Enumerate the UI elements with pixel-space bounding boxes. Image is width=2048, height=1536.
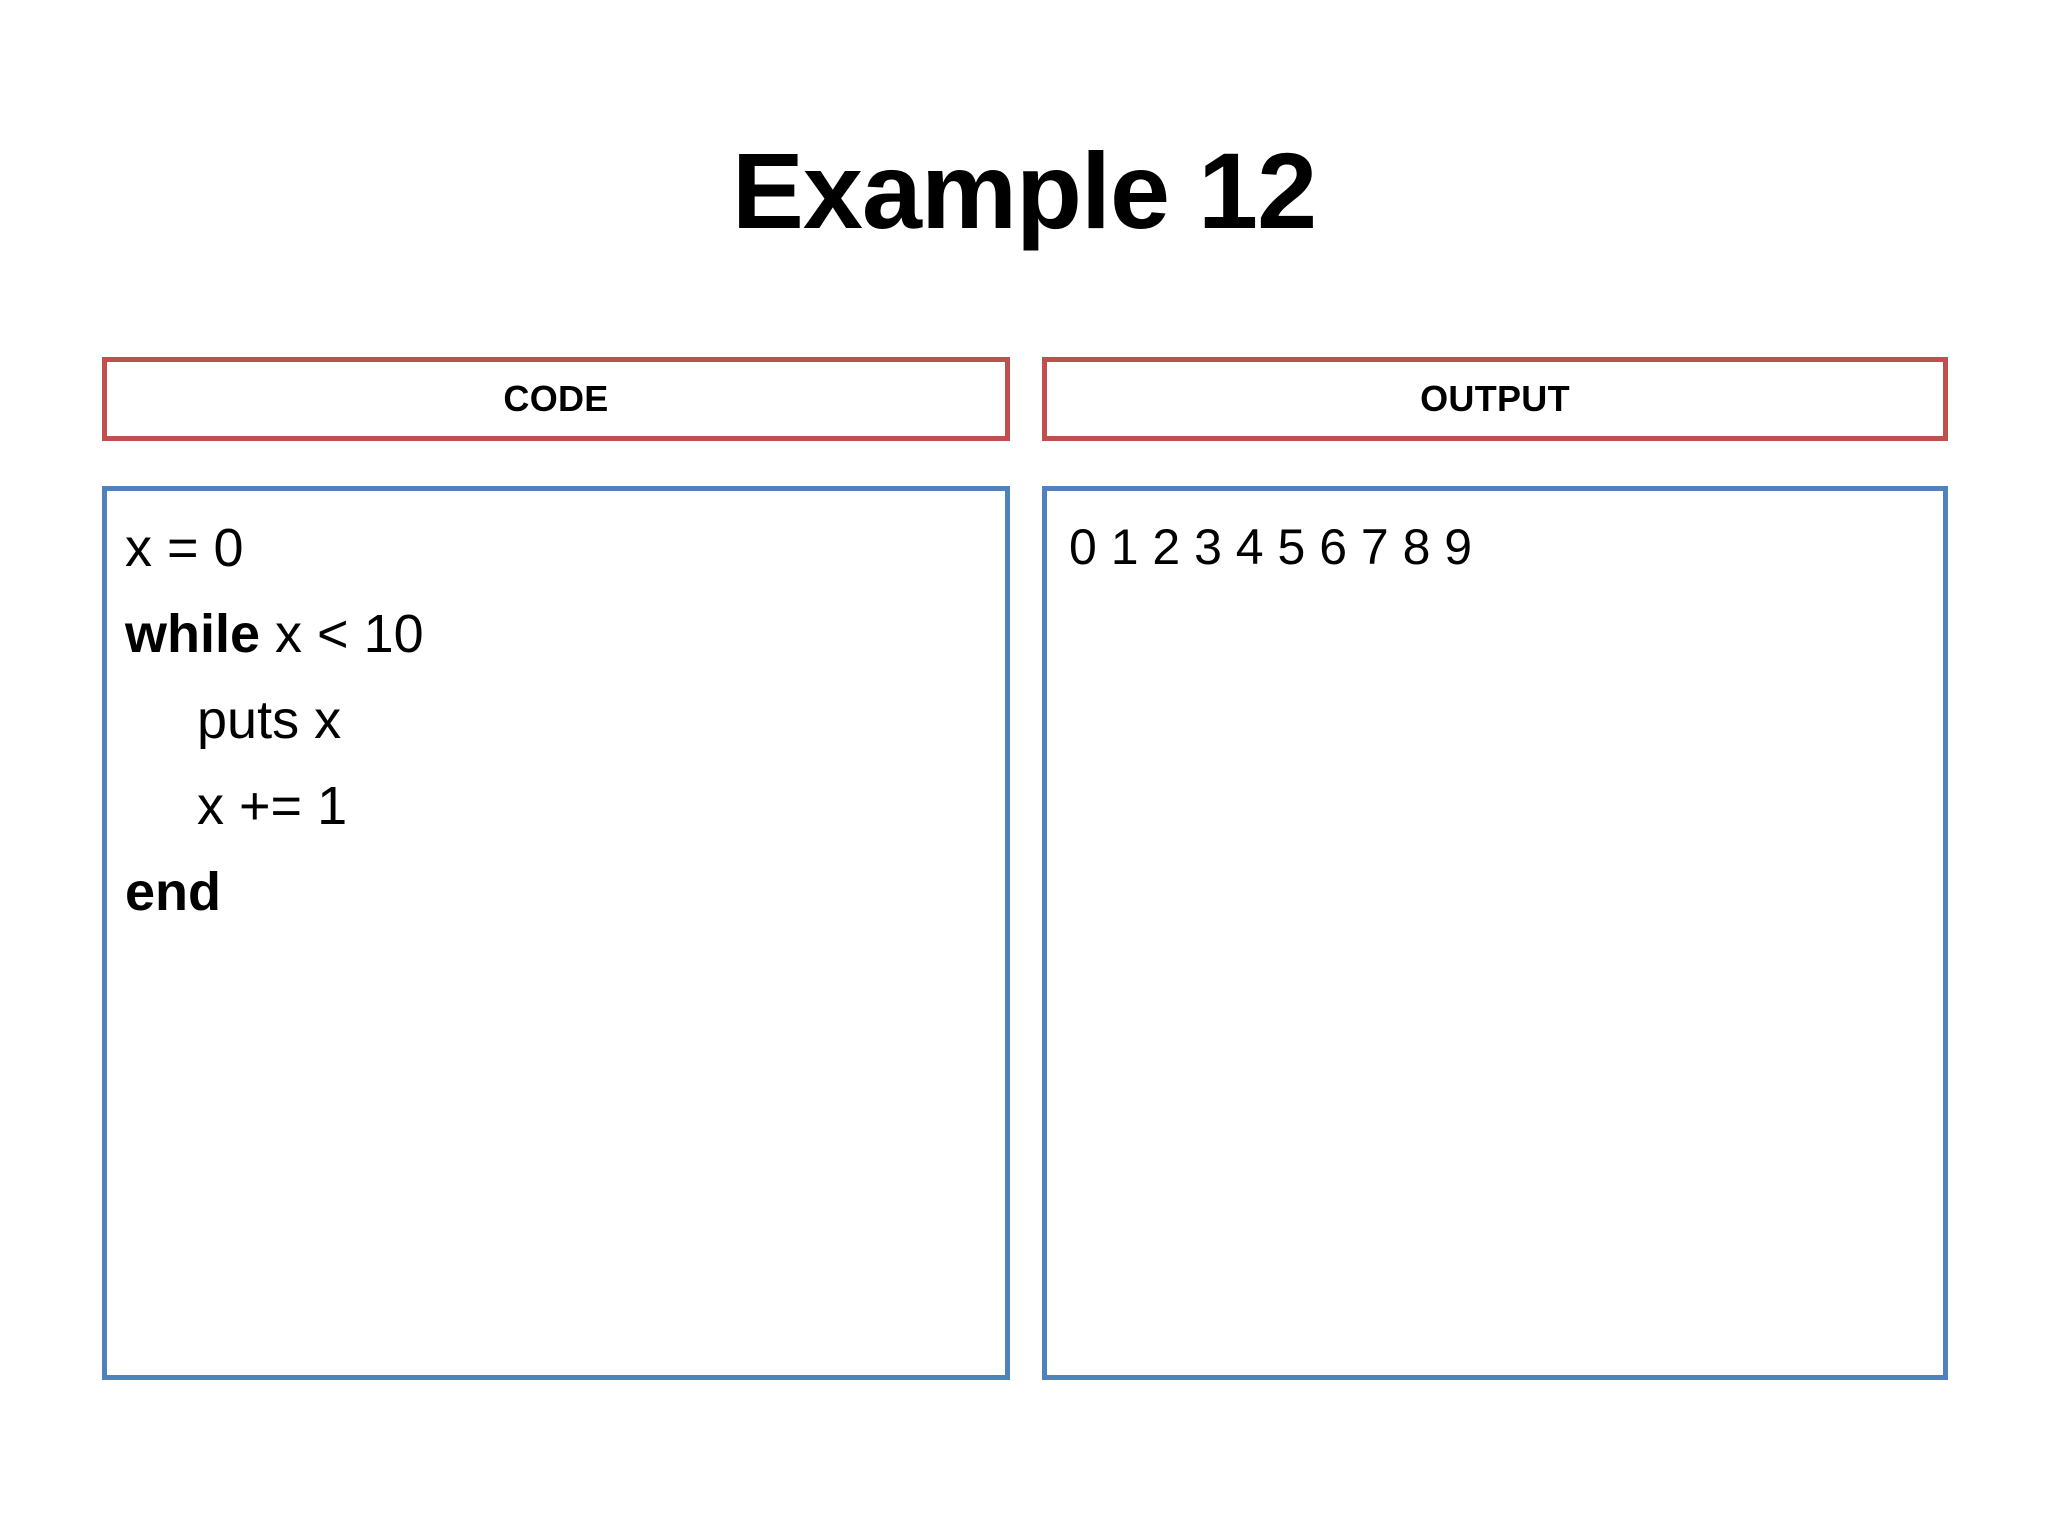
code-text: x += 1	[197, 776, 348, 836]
code-line: end	[125, 849, 997, 935]
code-text: x = 0	[125, 518, 244, 578]
output-listing: 0 1 2 3 4 5 6 7 8 9	[1069, 507, 1935, 587]
code-listing: x = 0 while x < 10 puts x x += 1 end	[125, 505, 997, 935]
code-text: x < 10	[260, 604, 424, 664]
code-line: x = 0	[125, 505, 997, 591]
code-header-bar: CODE	[102, 357, 1010, 441]
page-title: Example 12	[731, 130, 1317, 251]
code-keyword: while	[125, 604, 261, 664]
code-keyword: end	[125, 862, 222, 922]
output-pane: 0 1 2 3 4 5 6 7 8 9	[1042, 486, 1948, 1380]
code-text: puts x	[197, 690, 342, 750]
code-line: while x < 10	[125, 591, 997, 677]
code-line: puts x	[125, 677, 997, 763]
code-header-label: CODE	[503, 378, 609, 419]
code-line: x += 1	[125, 763, 997, 849]
output-header-label: OUTPUT	[1420, 378, 1570, 419]
output-header-bar: OUTPUT	[1042, 357, 1948, 441]
code-pane: x = 0 while x < 10 puts x x += 1 end	[102, 486, 1010, 1380]
output-line: 0 1 2 3 4 5 6 7 8 9	[1069, 519, 1473, 575]
